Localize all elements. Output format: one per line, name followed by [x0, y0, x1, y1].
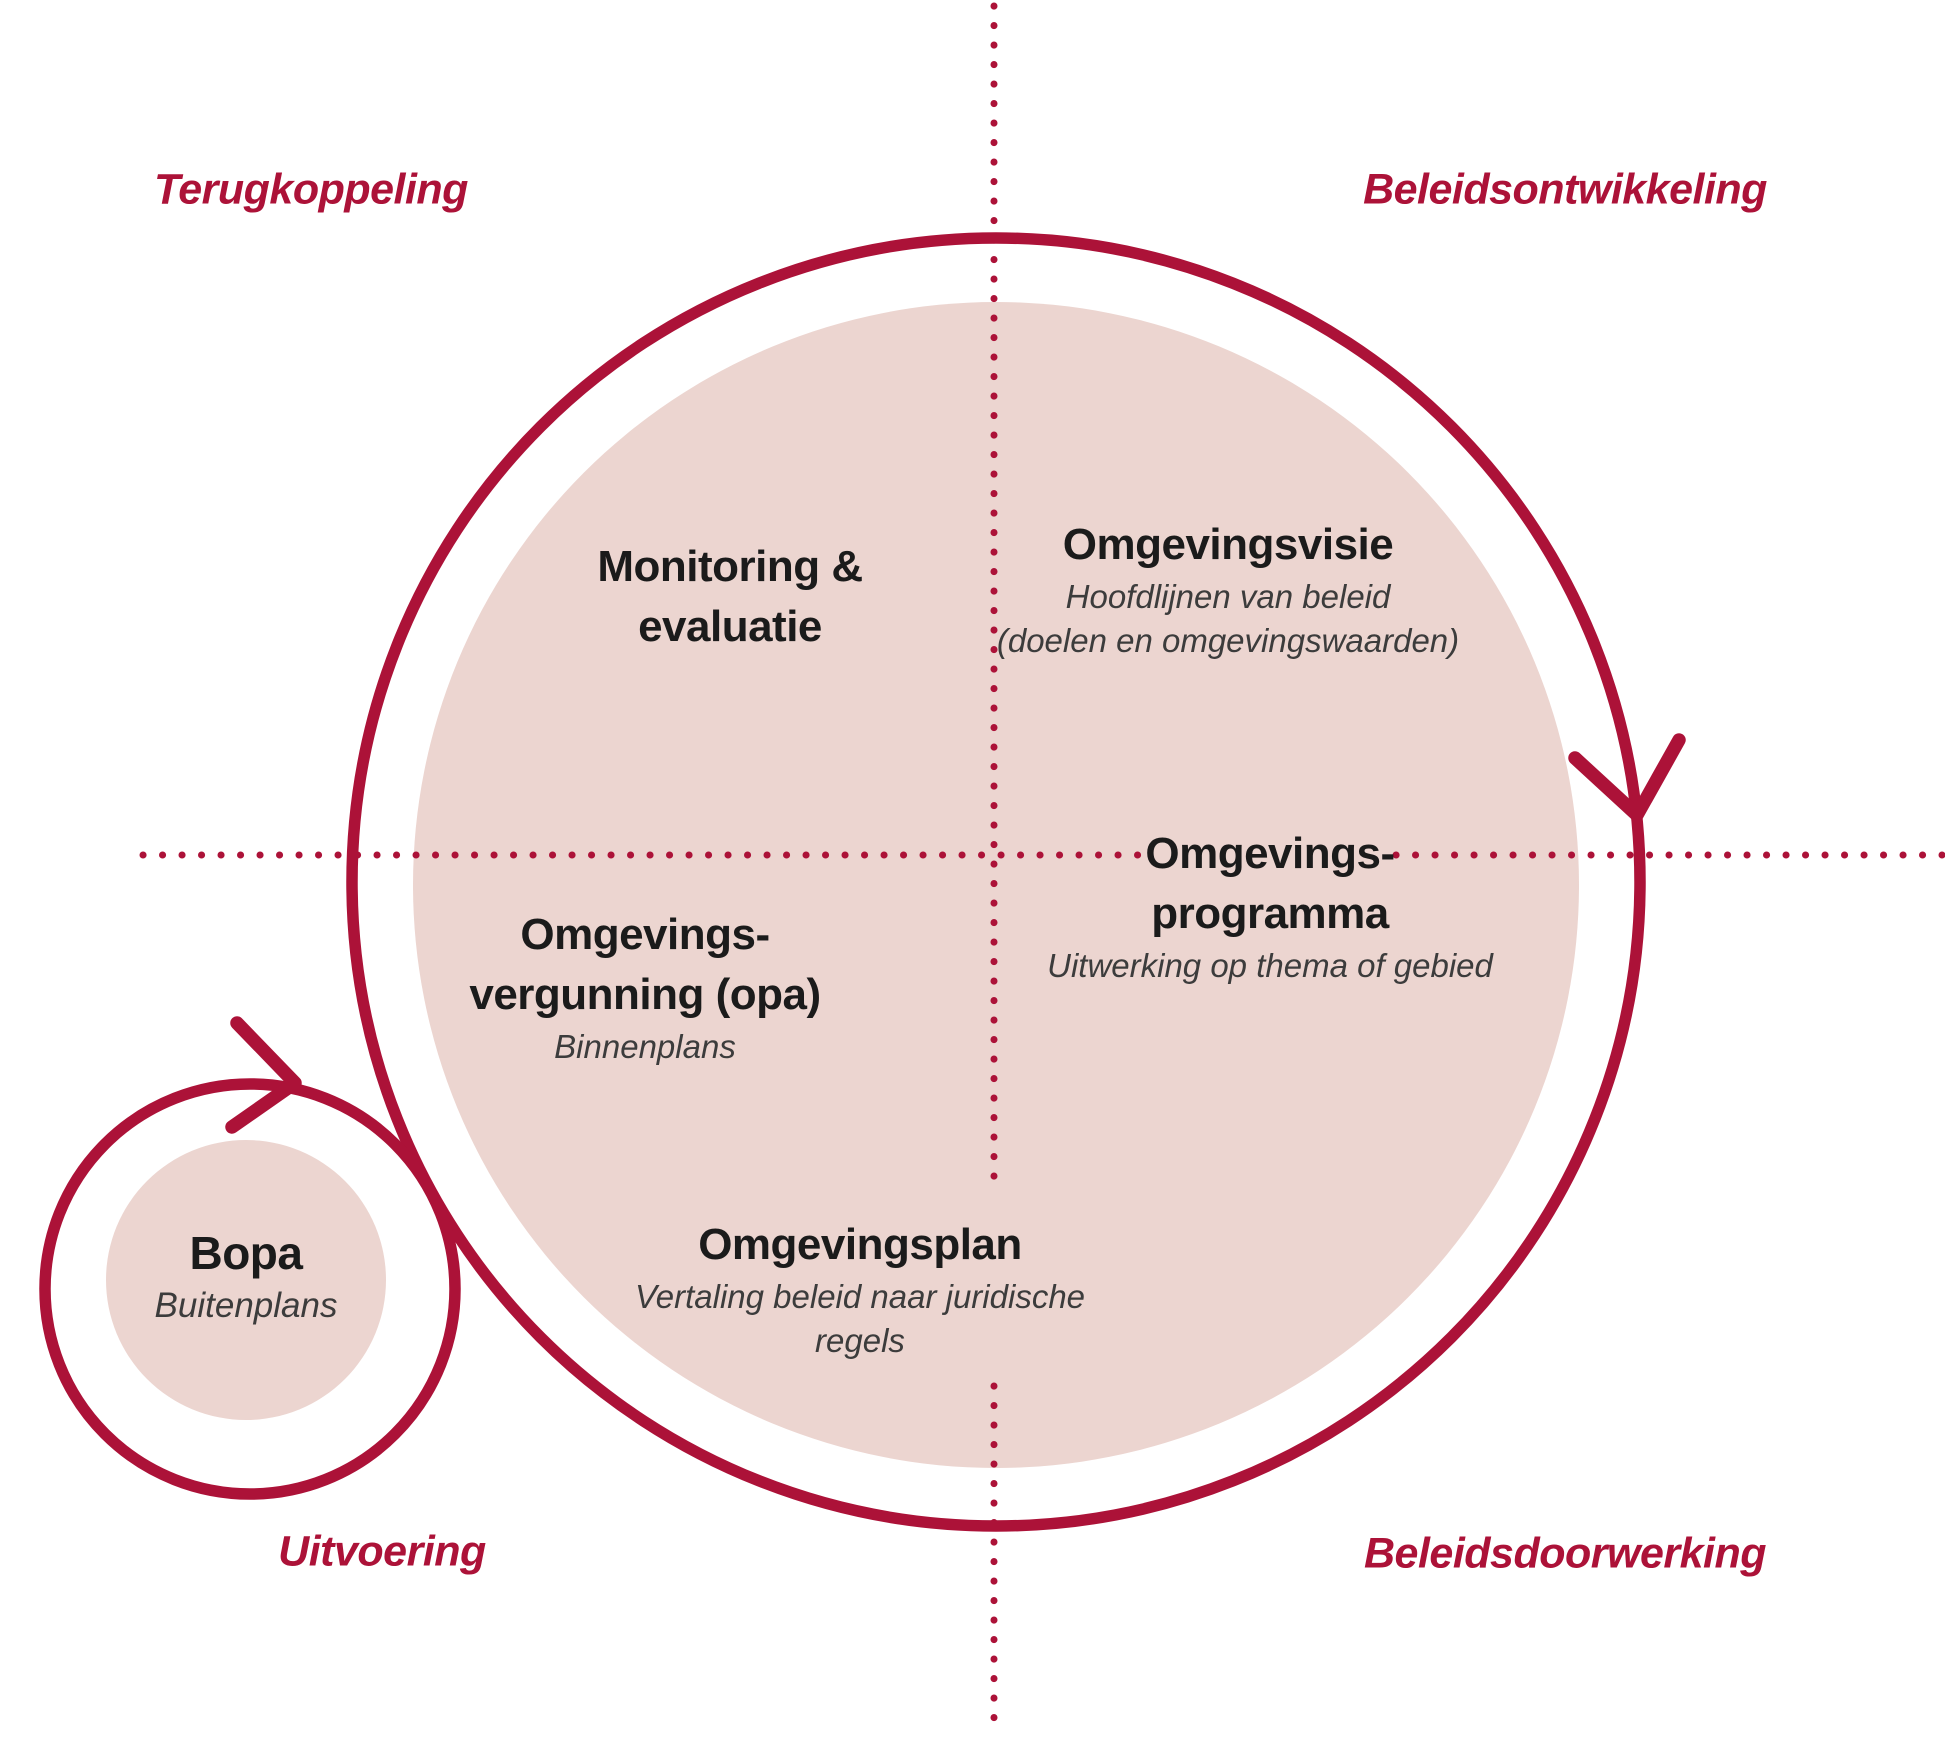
- monitoring-title: Monitoring & evaluatie: [597, 542, 863, 651]
- bopa-fill-circle: [106, 1140, 386, 1420]
- bopa-subtitle: Buitenplans: [154, 1286, 338, 1325]
- cycle-item-omgevingsplan: Omgevingsplan Vertaling beleid naar juri…: [635, 1215, 1085, 1363]
- quadrant-label-beleidsdoorwerking: Beleidsdoorwerking: [1364, 1529, 1766, 1578]
- cycle-item-omgevingsvergunning: Omgevings- vergunning (opa) Binnenplans: [469, 905, 821, 1069]
- quadrant-label-terugkoppeling: Terugkoppeling: [154, 165, 468, 214]
- cycle-item-omgevingsvisie: Omgevingsvisie Hoofdlijnen van beleid (d…: [997, 515, 1459, 663]
- omgevingsvergunning-title: Omgevings- vergunning (opa): [469, 910, 821, 1019]
- omgevingsprogramma-subtitle: Uitwerking op thema of gebied: [1047, 947, 1493, 984]
- omgevingsprogramma-title: Omgevings- programma: [1145, 829, 1395, 938]
- quadrant-label-beleidsontwikkeling: Beleidsontwikkeling: [1363, 165, 1767, 214]
- bopa-arrow-icon: [225, 1016, 302, 1134]
- omgevingsvergunning-subtitle: Binnenplans: [554, 1028, 736, 1065]
- quadrant-label-uitvoering: Uitvoering: [278, 1527, 486, 1576]
- cycle-item-monitoring-evaluatie: Monitoring & evaluatie: [597, 537, 863, 657]
- cycle-item-bopa: Bopa Buitenplans: [155, 1223, 338, 1329]
- omgevingsplan-title: Omgevingsplan: [698, 1220, 1022, 1269]
- omgevingsvisie-title: Omgevingsvisie: [1062, 520, 1394, 569]
- cycle-item-omgevingsprogramma: Omgevings- programma Uitwerking op thema…: [1047, 824, 1493, 988]
- policy-cycle-ring: [346, 232, 1646, 1532]
- cycle-arrow-icon: [1568, 733, 1686, 822]
- omgevingsvisie-subtitle: Hoofdlijnen van beleid (doelen en omgevi…: [996, 578, 1460, 659]
- bopa-ring: [39, 1078, 461, 1500]
- omgevingsplan-subtitle: Vertaling beleid naar juridische regels: [634, 1278, 1086, 1359]
- bopa-title: Bopa: [189, 1227, 303, 1279]
